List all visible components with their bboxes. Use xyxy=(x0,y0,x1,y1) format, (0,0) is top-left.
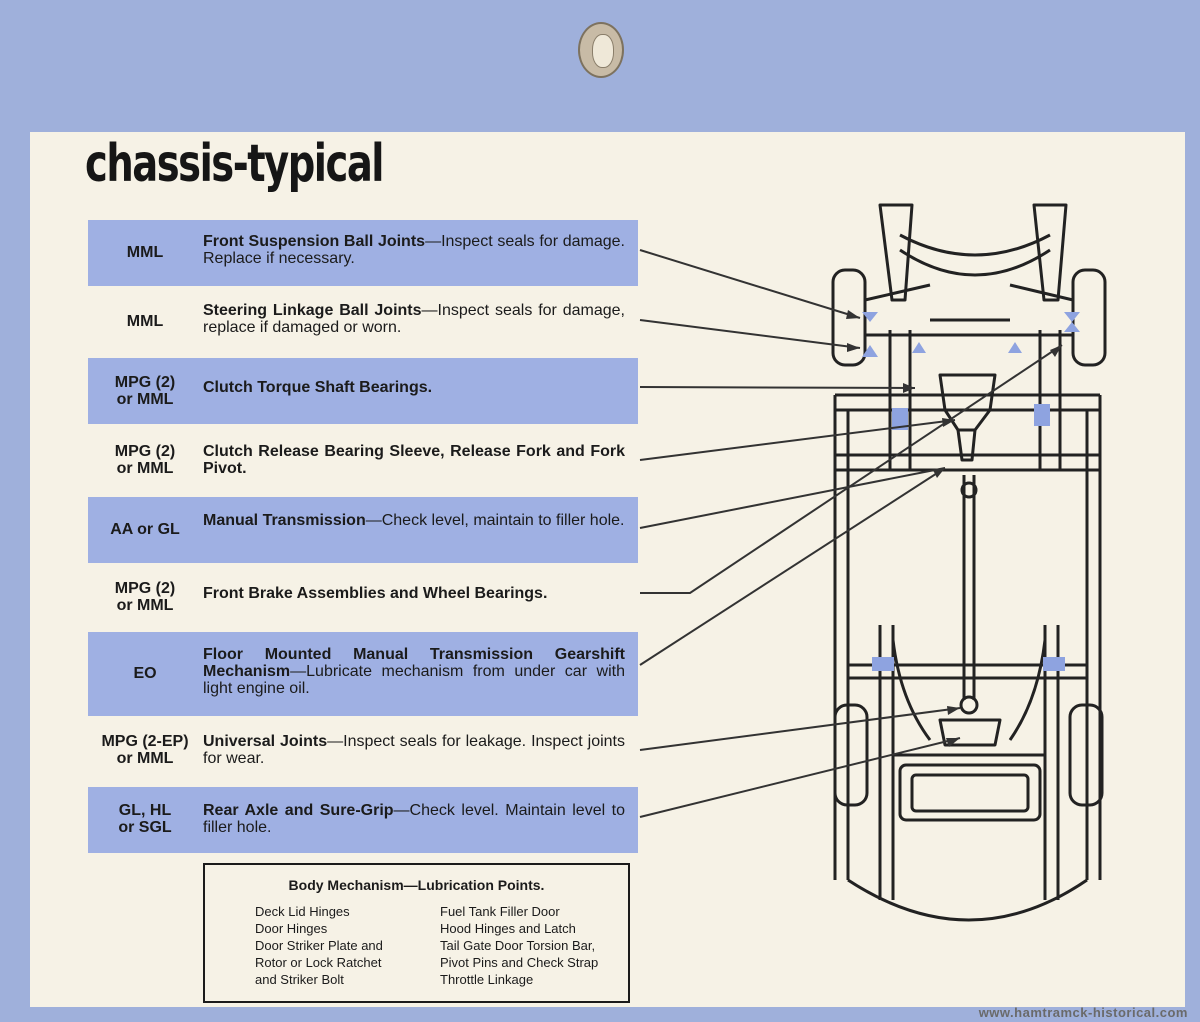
component-name: Rear Axle and Sure-Grip xyxy=(203,802,394,819)
body-lube-point: Fuel Tank Filler Door xyxy=(440,904,560,919)
lubricant-code: AA or GL xyxy=(110,521,180,538)
lubricant-code: MML xyxy=(126,313,164,330)
lubrication-description: Front Brake Assemblies and Wheel Bearing… xyxy=(203,585,625,602)
lubrication-description: Universal Joints—Inspect seals for leaka… xyxy=(203,733,625,767)
body-lube-point: Pivot Pins and Check Strap xyxy=(440,955,599,970)
service-instruction: —Inspect seals for damage. Replace if ne… xyxy=(203,233,625,267)
arrowheads xyxy=(846,310,1062,747)
lubrication-item: MPG (2) or MML Clutch Release Bearing Sle… xyxy=(88,428,638,494)
component-name: Clutch Torque Shaft Bearings. xyxy=(203,379,433,396)
lubrication-description: Steering Linkage Ball Joints—Inspect sea… xyxy=(203,302,625,336)
service-instruction: —Inspect seals for leakage. Inspect join… xyxy=(203,733,625,767)
lubrication-item: MPG (2) or MML Front Brake Assemblies and… xyxy=(88,566,638,630)
component-name: Front Brake Assemblies and Wheel Bearing… xyxy=(203,585,548,602)
component-name: Steering Linkage Ball Joints xyxy=(203,302,422,319)
binder-hole-icon xyxy=(578,22,624,78)
body-lube-point: Tail Gate Door Torsion Bar, xyxy=(440,938,596,953)
lubrication-item: MPG (2) or MML Clutch Torque Shaft Bearin… xyxy=(88,358,638,424)
component-name: Clutch Release Bearing Sleeve, Release F… xyxy=(203,443,625,477)
lubricant-code: MPG (2-EP) or MML xyxy=(101,733,189,767)
component-name: Front Suspension Ball Joints xyxy=(203,233,426,250)
body-lube-point: Deck Lid Hinges xyxy=(255,904,350,919)
lubrication-description: Floor Mounted Manual Transmission Gearsh… xyxy=(203,646,625,697)
lubricant-code: MPG (2) or MML xyxy=(114,374,176,408)
lubrication-description: Front Suspension Ball Joints—Inspect sea… xyxy=(203,233,625,267)
lubrication-description: Manual Transmission—Check level, maintai… xyxy=(203,512,625,529)
lubrication-description: Rear Axle and Sure-Grip—Check level. Mai… xyxy=(203,802,625,836)
body-lube-point: Door Hinges xyxy=(255,921,328,936)
component-name: Universal Joints xyxy=(203,733,328,750)
leader-arrows xyxy=(639,249,1063,818)
chassis-frame xyxy=(831,203,1107,922)
service-instruction: —Check level, maintain to filler hole. xyxy=(365,512,625,529)
lubrication-description: Clutch Release Bearing Sleeve, Release F… xyxy=(203,443,625,477)
body-lube-point: and Striker Bolt xyxy=(255,972,344,987)
body-mechanism-title: Body Mechanism—Lubrication Points. xyxy=(288,877,545,893)
body-lube-point: Hood Hinges and Latch xyxy=(440,921,576,936)
component-name: Manual Transmission xyxy=(203,512,366,529)
body-lube-point: Rotor or Lock Ratchet xyxy=(255,955,382,970)
service-instruction: —Inspect seals for damage, replace if da… xyxy=(203,302,625,336)
body-lube-point: Door Striker Plate and xyxy=(255,938,383,953)
page-title: chassis-typical xyxy=(85,134,385,194)
lubricant-code: EO xyxy=(133,665,157,682)
lubrication-description: Clutch Torque Shaft Bearings. xyxy=(203,379,625,396)
body-lube-point: Throttle Linkage xyxy=(440,972,534,987)
lubricant-code: GL, HL or SGL xyxy=(118,802,172,836)
lubrication-item: GL, HL or SGL Rear Axle and Sure-Grip—Che… xyxy=(88,787,638,853)
lubrication-item: AA or GL Manual Transmission—Check level,… xyxy=(88,497,638,563)
lube-point-markers xyxy=(862,312,1080,671)
lubrication-item: MML Steering Linkage Ball Joints—Inspect … xyxy=(88,290,638,355)
site-watermark: www.hamtramck-historical.com xyxy=(978,1005,1188,1020)
component-name: Floor Mounted Manual Transmission Gearsh… xyxy=(203,646,625,680)
lubricant-code: MML xyxy=(126,244,164,261)
lubrication-item: MML Front Suspension Ball Joints—Inspect … xyxy=(88,220,638,286)
lubrication-item: MPG (2-EP) or MML Universal Joints—Inspec… xyxy=(88,718,638,785)
lubricant-code: MPG (2) or MML xyxy=(114,443,176,477)
lubrication-item: EO Floor Mounted Manual Transmission Gear… xyxy=(88,632,638,716)
lubricant-code: MPG (2) or MML xyxy=(114,580,176,614)
body-mechanism-box: Body Mechanism—Lubrication Points. Deck … xyxy=(203,863,630,1003)
service-instruction: —Check level. Maintain level to filler h… xyxy=(203,802,625,836)
service-instruction: —Lubricate mechanism from under car with… xyxy=(203,663,625,697)
